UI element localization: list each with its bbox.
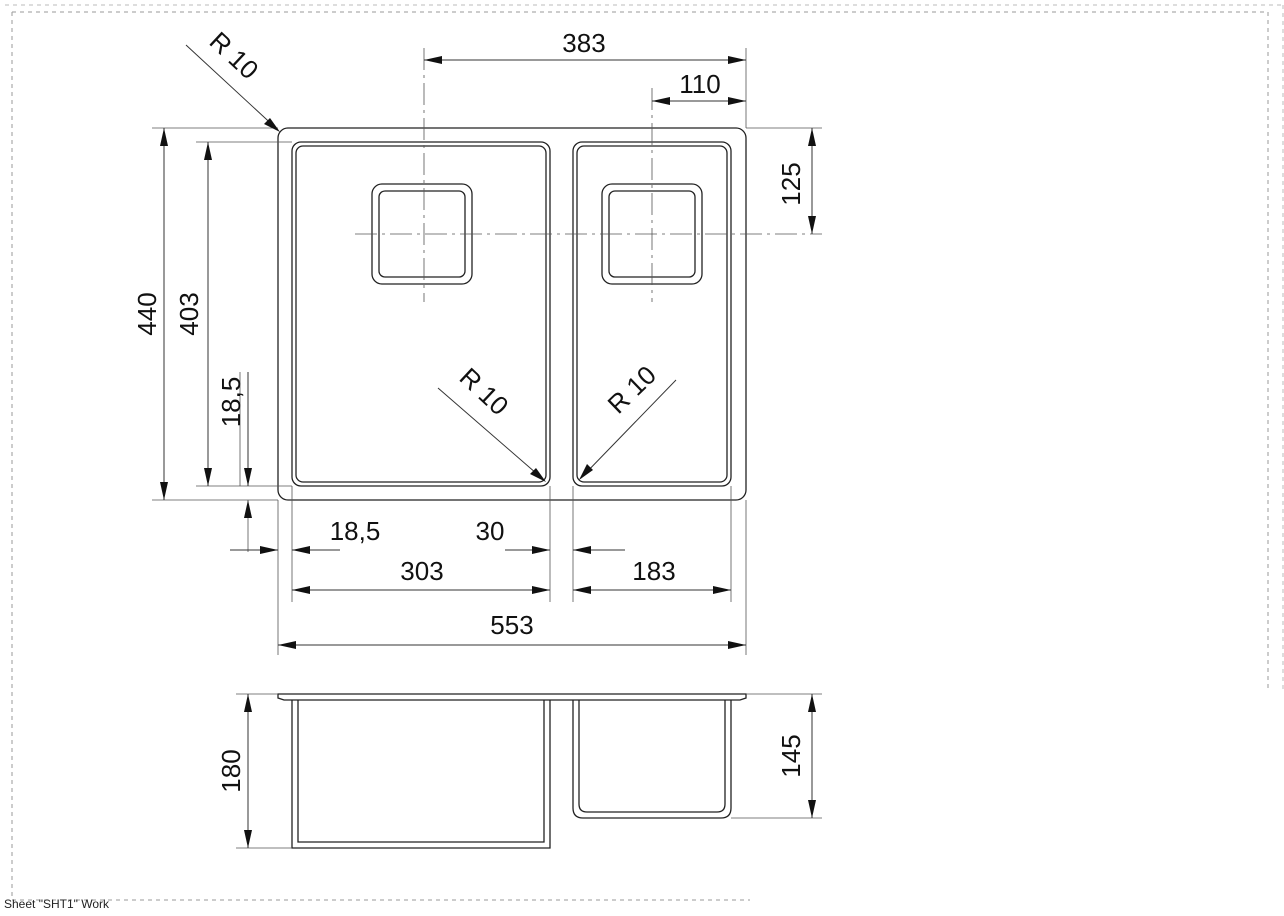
dim-radius-large-bowl: R 10 [454, 362, 515, 421]
side-view [277, 693, 747, 849]
dim-radius-small-bowl: R 10 [602, 360, 662, 420]
large-bowl-profile [291, 700, 551, 849]
sheet-label: Sheet "SHT1" Work [4, 897, 109, 911]
dim-145: 145 [776, 734, 806, 777]
small-bowl-profile-inner [578, 700, 726, 813]
dim-radius-top-left: R 10 [204, 26, 265, 85]
large-bowl-profile-inner [297, 700, 545, 843]
dim-18-5-vertical: 18,5 [216, 377, 246, 428]
dimension-lines [160, 44, 816, 649]
dim-180: 180 [216, 749, 246, 792]
side-rim [277, 693, 747, 701]
sink-outer-outline [277, 127, 747, 501]
dim-110: 110 [679, 69, 720, 99]
small-bowl-profile [572, 700, 732, 819]
extension-lines [152, 48, 822, 655]
dim-125: 125 [776, 162, 806, 205]
sheet-border-outer [5, 4, 1284, 690]
dim-553: 553 [490, 610, 533, 640]
large-bowl-inner-outline [295, 145, 547, 483]
side-view-dimensions [236, 693, 822, 849]
dim-30: 30 [476, 516, 505, 546]
large-bowl-outline [291, 141, 551, 487]
dim-18-5-horizontal: 18,5 [330, 516, 381, 546]
dim-440: 440 [132, 292, 162, 335]
sheet-border [11, 11, 1269, 901]
dim-303: 303 [400, 556, 443, 586]
dim-403: 403 [174, 292, 204, 335]
dim-383: 383 [562, 28, 605, 58]
small-bowl-inner-outline [576, 145, 728, 483]
large-drain-outer [371, 183, 473, 285]
dim-183: 183 [632, 556, 675, 586]
top-view [277, 48, 822, 501]
